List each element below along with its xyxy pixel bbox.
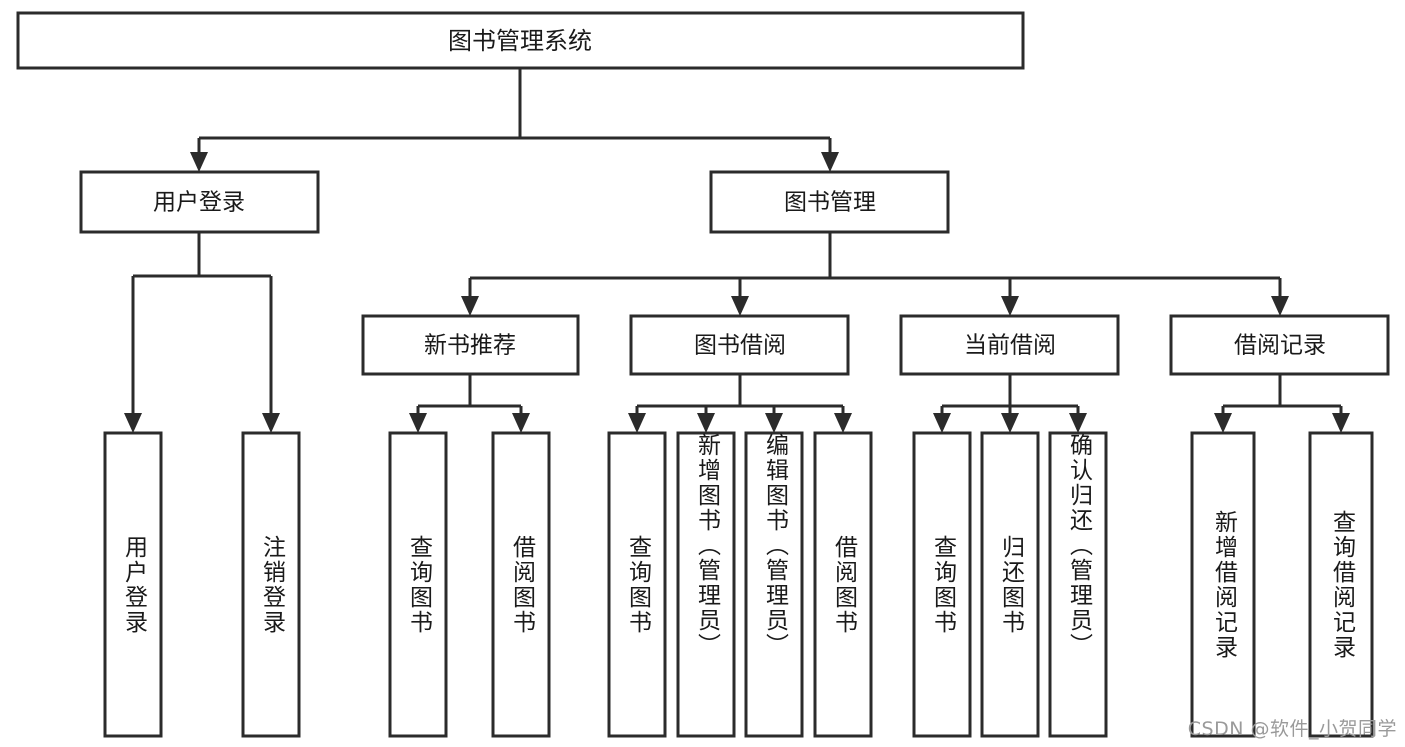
arrow-to-book-borrow <box>731 296 749 316</box>
leaf-box-confirm-return-admin[interactable] <box>1048 431 1108 738</box>
leaf-box-add-book-admin[interactable] <box>676 431 736 738</box>
node-user-login-label: 用户登录 <box>153 190 245 216</box>
arrow-to-leaf-logout <box>262 413 280 433</box>
leaf-box-edit-book-admin[interactable] <box>744 431 804 738</box>
csdn-watermark: CSDN @软件_小贺同学 <box>1187 718 1397 740</box>
arrow-newbook-leaf2 <box>512 413 530 433</box>
arrow-to-new-book <box>461 296 479 316</box>
node-user-login[interactable]: 用户登录 <box>79 170 320 234</box>
arrow-to-leaf-user-login <box>124 413 142 433</box>
arrow-root-to-book-manage <box>821 152 839 172</box>
node-current-borrow-label: 当前借阅 <box>964 333 1056 359</box>
leaf-box-query-book-current[interactable] <box>912 431 972 738</box>
node-current-borrow-box[interactable] <box>899 314 1120 376</box>
node-borrow-record-box[interactable] <box>1169 314 1390 376</box>
node-book-manage-label: 图书管理 <box>784 190 876 216</box>
arrow-to-current-borrow <box>1001 296 1019 316</box>
leaf-box-logout[interactable] <box>241 431 301 738</box>
node-current-borrow[interactable]: 当前借阅 <box>899 314 1120 376</box>
leaf-box-query-borrow-record[interactable] <box>1308 431 1374 738</box>
arrow-currentborrow-leaf3 <box>1069 413 1087 433</box>
arrow-bookborrow-leaf1 <box>628 413 646 433</box>
arrow-bookborrow-leaf3 <box>765 413 783 433</box>
node-borrow-record-label: 借阅记录 <box>1234 333 1326 359</box>
leaf-box-user-login[interactable] <box>103 431 163 738</box>
arrow-currentborrow-leaf1 <box>933 413 951 433</box>
leaf-box-borrow-book[interactable] <box>813 431 873 738</box>
arrow-borrowrecord-leaf1 <box>1214 413 1232 433</box>
node-borrow-record[interactable]: 借阅记录 <box>1169 314 1390 376</box>
node-root-system-box[interactable] <box>16 11 1025 70</box>
node-book-borrow-label: 图书借阅 <box>694 333 786 359</box>
arrow-to-borrow-record <box>1271 296 1289 316</box>
node-book-borrow[interactable]: 图书借阅 <box>629 314 850 376</box>
leaf-box-add-borrow-record[interactable] <box>1190 431 1256 738</box>
leaf-box-query-book-newbook[interactable] <box>388 431 448 738</box>
arrow-currentborrow-leaf2 <box>1001 413 1019 433</box>
node-user-login-box[interactable] <box>79 170 320 234</box>
leaf-box-query-book-borrow[interactable] <box>607 431 667 738</box>
node-new-book-recommend-box[interactable] <box>361 314 580 376</box>
arrow-bookborrow-leaf2 <box>697 413 715 433</box>
node-root-system[interactable]: 图书管理系统 <box>16 11 1025 70</box>
arrow-root-to-user-login <box>190 152 208 172</box>
node-new-book-recommend[interactable]: 新书推荐 <box>361 314 580 376</box>
leaf-box-borrow-book-newbook[interactable] <box>491 431 551 738</box>
arrow-borrowrecord-leaf2 <box>1332 413 1350 433</box>
node-book-manage-box[interactable] <box>709 170 950 234</box>
node-new-book-recommend-label: 新书推荐 <box>424 333 516 359</box>
connector-group <box>124 68 1350 433</box>
node-root-system-label: 图书管理系统 <box>448 27 592 55</box>
arrow-bookborrow-leaf4 <box>834 413 852 433</box>
node-book-manage[interactable]: 图书管理 <box>709 170 950 234</box>
node-book-borrow-box[interactable] <box>629 314 850 376</box>
leaf-box-return-book[interactable] <box>980 431 1040 738</box>
arrow-newbook-leaf1 <box>409 413 427 433</box>
